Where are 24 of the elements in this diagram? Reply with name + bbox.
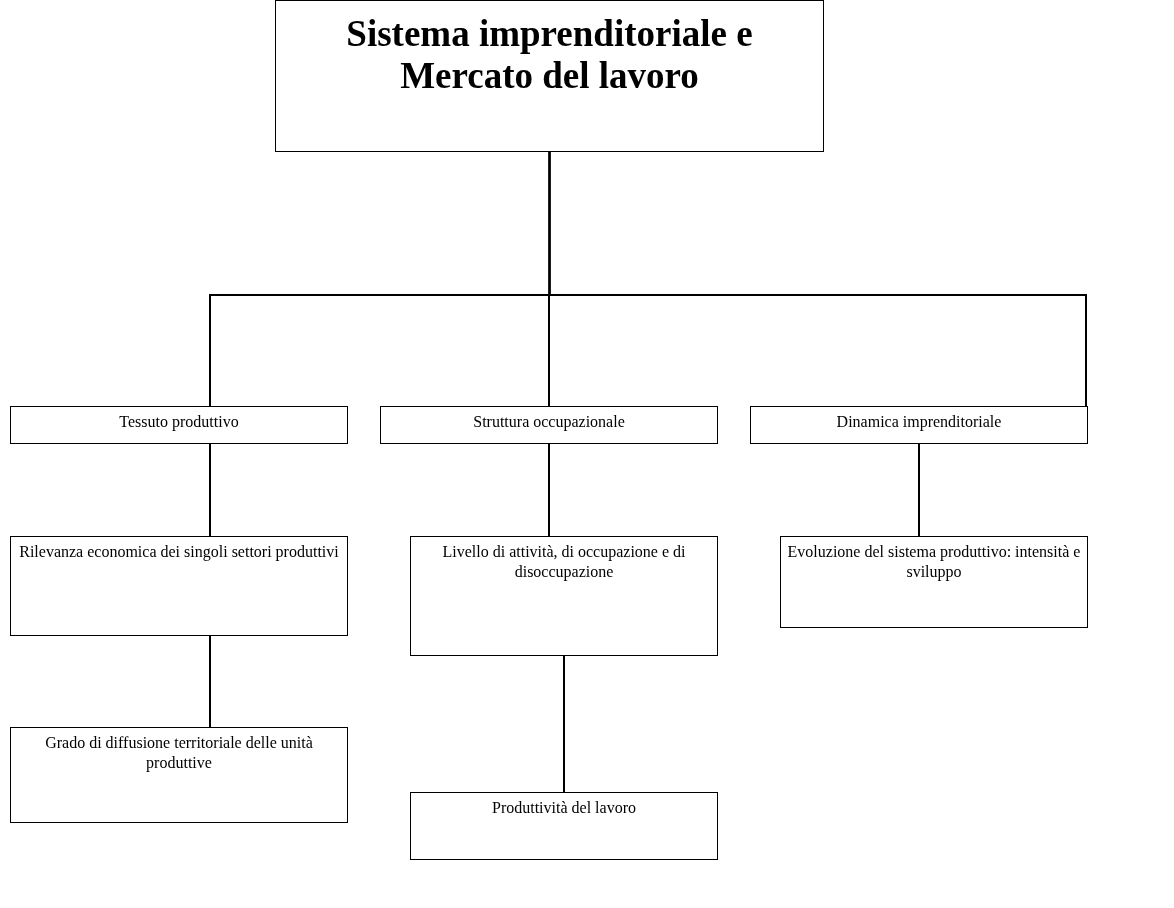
- topic-box: [10, 406, 348, 444]
- connector-line: [548, 151, 1087, 407]
- connector-line: [918, 443, 920, 537]
- topic-box: [10, 536, 348, 636]
- topic-label: Grado di diffusione territoriale delle unità produttive: [44, 733, 314, 774]
- topic-label: Dinamica imprenditoriale: [835, 412, 1003, 433]
- connector-line: [548, 443, 550, 537]
- topic-label: Produttività del lavoro: [491, 798, 637, 818]
- topic-box: [410, 536, 718, 656]
- connector-line: [209, 443, 211, 537]
- topic-label: Struttura occupazionale: [472, 412, 626, 433]
- title-box: [275, 0, 824, 152]
- topic-box: [10, 727, 348, 823]
- connector-line: [209, 635, 211, 728]
- topic-box: [750, 406, 1088, 444]
- topic-label: Tessuto produttivo: [118, 412, 240, 433]
- topic-box: [410, 792, 718, 860]
- connector-line: [563, 655, 565, 793]
- title-text: Sistema imprenditoriale e Mercato del lavoro: [345, 12, 754, 98]
- topic-label: Evoluzione del sistema produttivo: intensità e sviluppo: [786, 542, 1082, 583]
- topic-label: Rilevanza economica dei singoli settori produttivi: [18, 542, 340, 563]
- topic-box: [780, 536, 1088, 628]
- topic-label: Livello di attività, di occupazione e di disoccupazione: [441, 542, 687, 583]
- topic-box: [380, 406, 718, 444]
